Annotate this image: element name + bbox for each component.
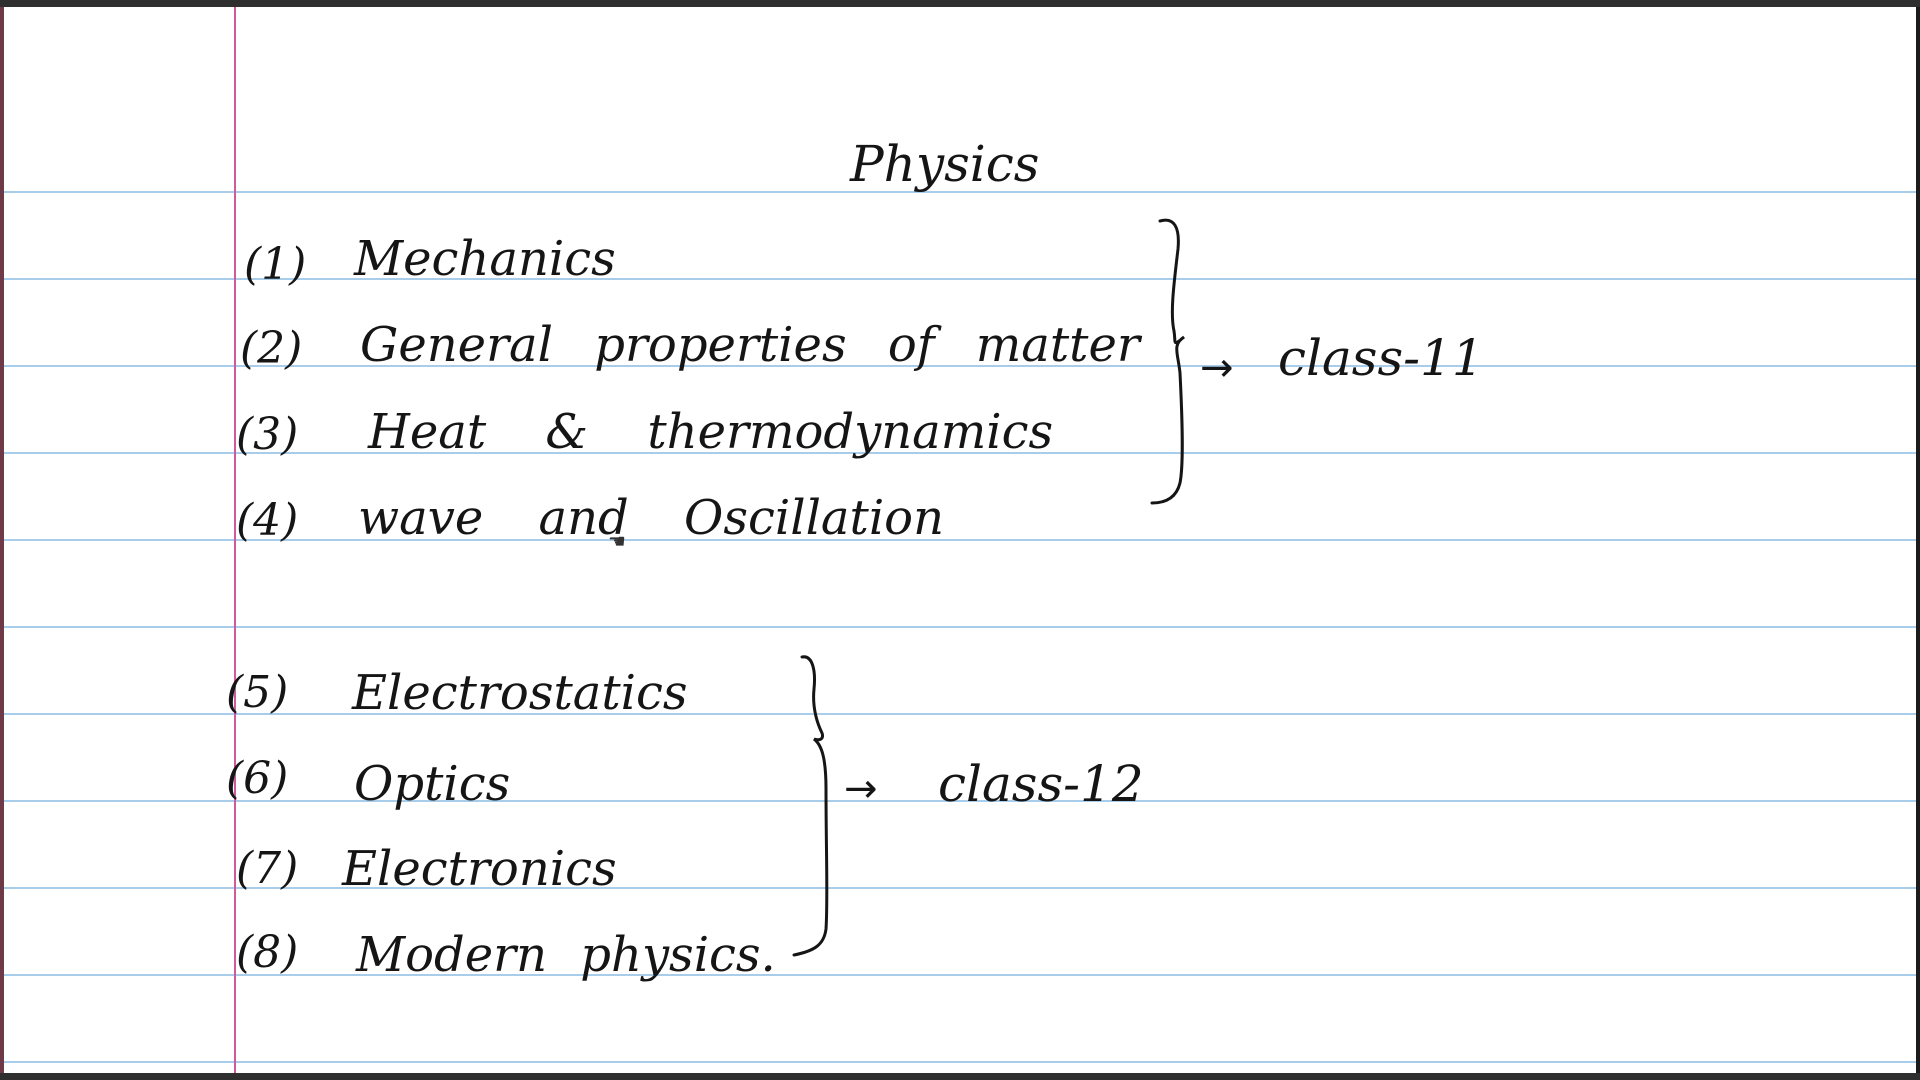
arrow-right-icon: →: [844, 766, 878, 812]
item-number: (8): [236, 927, 299, 978]
rule-line: [4, 539, 1916, 541]
item-number: (1): [244, 239, 307, 290]
margin-line: [234, 7, 236, 1073]
topic-mechanics: Mechanics: [354, 231, 616, 287]
topic-general-properties: General properties of matter: [360, 317, 1140, 373]
window-frame-top: [0, 0, 1920, 7]
rule-line: [4, 713, 1916, 715]
item-number: (6): [226, 753, 289, 804]
notebook-page: Physics (1) Mechanics (2) General proper…: [4, 7, 1916, 1073]
page-title: Physics: [850, 135, 1040, 193]
topic-electronics: Electronics: [342, 841, 617, 897]
item-number: (5): [226, 667, 289, 718]
window-frame-right: [1916, 7, 1920, 1073]
item-number: (7): [236, 843, 299, 894]
arrow-right-icon: →: [1200, 345, 1234, 391]
topic-modern-physics: Modern physics.: [356, 927, 776, 983]
class-12-brace: [792, 655, 829, 957]
rule-line: [4, 365, 1916, 367]
rule-line: [4, 191, 1916, 193]
class-11-brace: [1150, 218, 1185, 505]
rule-line: [4, 800, 1916, 802]
topic-wave-oscillation: wave and Oscillation: [358, 490, 944, 546]
rule-line: [4, 887, 1916, 889]
class-12-label: class-12: [938, 755, 1144, 813]
topic-electrostatics: Electrostatics: [352, 665, 688, 721]
topic-optics: Optics: [354, 756, 511, 812]
rule-line: [4, 974, 1916, 976]
item-number: (4): [236, 495, 299, 546]
topic-heat-thermodynamics: Heat & thermodynamics: [368, 404, 1054, 460]
rule-line: [4, 1061, 1916, 1063]
class-11-label: class-11: [1278, 329, 1484, 387]
rule-line: [4, 278, 1916, 280]
window-frame-left: [0, 7, 4, 1073]
item-number: (2): [240, 323, 303, 374]
hand-pointer-icon: ☚: [608, 529, 626, 553]
rule-line: [4, 626, 1916, 628]
window-frame-bottom: [0, 1073, 1920, 1080]
item-number: (3): [236, 409, 299, 460]
rule-line: [4, 452, 1916, 454]
